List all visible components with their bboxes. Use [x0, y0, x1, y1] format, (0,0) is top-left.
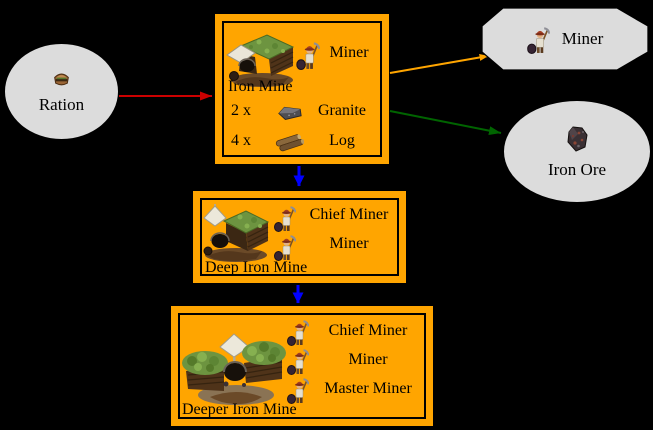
iron-mine-worker-label: Miner: [329, 44, 369, 61]
node-deep-iron-mine[interactable]: Chief Miner Miner Deep Iron Mine: [193, 191, 406, 283]
deep-iron-mine-label: Deep Iron Mine: [205, 259, 308, 276]
node-deeper-iron-mine[interactable]: Chief Miner Miner Master Miner Deeper Ir…: [171, 306, 433, 426]
log-icon: [274, 131, 304, 156]
granite-icon: [277, 104, 303, 121]
deeper-iron-mine-building-icon: [182, 333, 286, 405]
miner-label: Miner: [561, 29, 604, 49]
edge-iron-mine-to-miner: [389, 54, 489, 74]
deeper-iron-mine-worker-label: Chief Miner: [328, 322, 408, 339]
node-miner[interactable]: Miner: [481, 7, 649, 71]
deeper-iron-mine-label: Deeper Iron Mine: [182, 401, 297, 418]
edge-iron-mine-to-iron-ore: [389, 110, 502, 136]
miner-icon: [286, 347, 310, 375]
miner-icon: [527, 25, 550, 54]
chief-miner-icon: [273, 204, 297, 232]
node-iron-mine[interactable]: Miner Iron Mine 2 x Granite 4 x Log: [215, 14, 389, 164]
deep-iron-mine-worker-label: Chief Miner: [309, 206, 389, 223]
iron-ore-icon: [564, 124, 590, 154]
iron-mine-cost-label: Granite: [318, 102, 366, 119]
chief-miner-icon: [286, 318, 310, 346]
deeper-iron-mine-worker-label: Miner: [348, 351, 388, 368]
miner-octagon-shape: [481, 7, 649, 71]
iron-ore-label: Iron Ore: [547, 159, 607, 179]
ration-icon: [51, 68, 72, 89]
iron-mine-building-icon: [226, 34, 295, 87]
node-iron-ore[interactable]: Iron Ore: [503, 100, 651, 203]
node-ration[interactable]: Ration: [4, 43, 119, 140]
deep-iron-mine-worker-label: Miner: [329, 235, 369, 252]
master-miner-icon: [286, 376, 310, 404]
miner-icon: [273, 233, 297, 261]
deep-iron-mine-building-icon: [203, 204, 270, 262]
iron-mine-cost-quantity: 2 x: [231, 102, 251, 119]
ration-label: Ration: [38, 95, 85, 115]
iron-mine-cost-quantity: 4 x: [231, 132, 251, 149]
iron-mine-cost-label: Log: [329, 132, 355, 149]
deeper-iron-mine-worker-label: Master Miner: [324, 380, 412, 397]
iron-mine-label: Iron Mine: [228, 78, 293, 95]
